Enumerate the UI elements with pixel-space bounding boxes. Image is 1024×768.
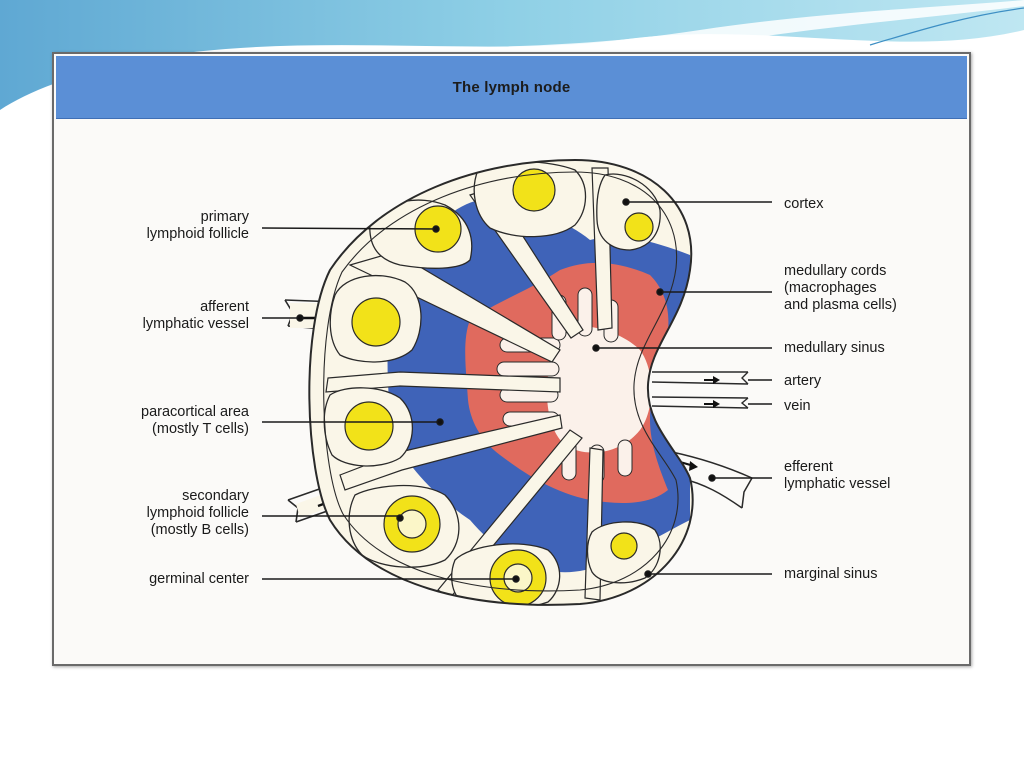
label-medullary-sinus: medullary sinus bbox=[784, 340, 885, 356]
leader-lines bbox=[261, 198, 772, 583]
primary-lymphoid-follicle bbox=[512, 168, 556, 212]
primary-lymphoid-follicle bbox=[344, 401, 394, 451]
hilum-vessels bbox=[651, 371, 749, 409]
capsule bbox=[308, 158, 694, 606]
medullary-sinus-region bbox=[546, 326, 652, 453]
leader-primary-follicle bbox=[261, 227, 437, 230]
primary-lymphoid-follicle bbox=[624, 212, 654, 242]
label-secondary-lymphoid-follicle: secondary lymphoid follicle (mostly B ce… bbox=[146, 488, 249, 538]
label-medullary-cords: medullary cords (macrophages and plasma … bbox=[784, 263, 897, 313]
label-afferent-lymphatic-vessel: afferent lymphatic vessel bbox=[142, 299, 249, 332]
primary-lymphoid-follicle bbox=[610, 532, 638, 560]
figure-title: The lymph node bbox=[452, 78, 571, 96]
label-primary-lymphoid-follicle: primary lymphoid follicle bbox=[146, 209, 249, 242]
top-wave-line bbox=[869, 7, 1024, 46]
label-artery: artery bbox=[784, 373, 822, 389]
label-germinal-center: germinal center bbox=[149, 571, 249, 587]
label-marginal-sinus: marginal sinus bbox=[784, 566, 878, 582]
label-vein: vein bbox=[784, 398, 811, 414]
label-efferent-lymphatic-vessel: efferent lymphatic vessel bbox=[784, 459, 891, 492]
label-cortex: cortex bbox=[784, 196, 824, 212]
lymph-node-body bbox=[309, 160, 693, 605]
primary-lymphoid-follicle bbox=[351, 297, 401, 347]
label-paracortical-area: paracortical area (mostly T cells) bbox=[141, 404, 249, 437]
figure-header: The lymph node bbox=[56, 56, 967, 119]
germinal-center bbox=[397, 509, 427, 539]
